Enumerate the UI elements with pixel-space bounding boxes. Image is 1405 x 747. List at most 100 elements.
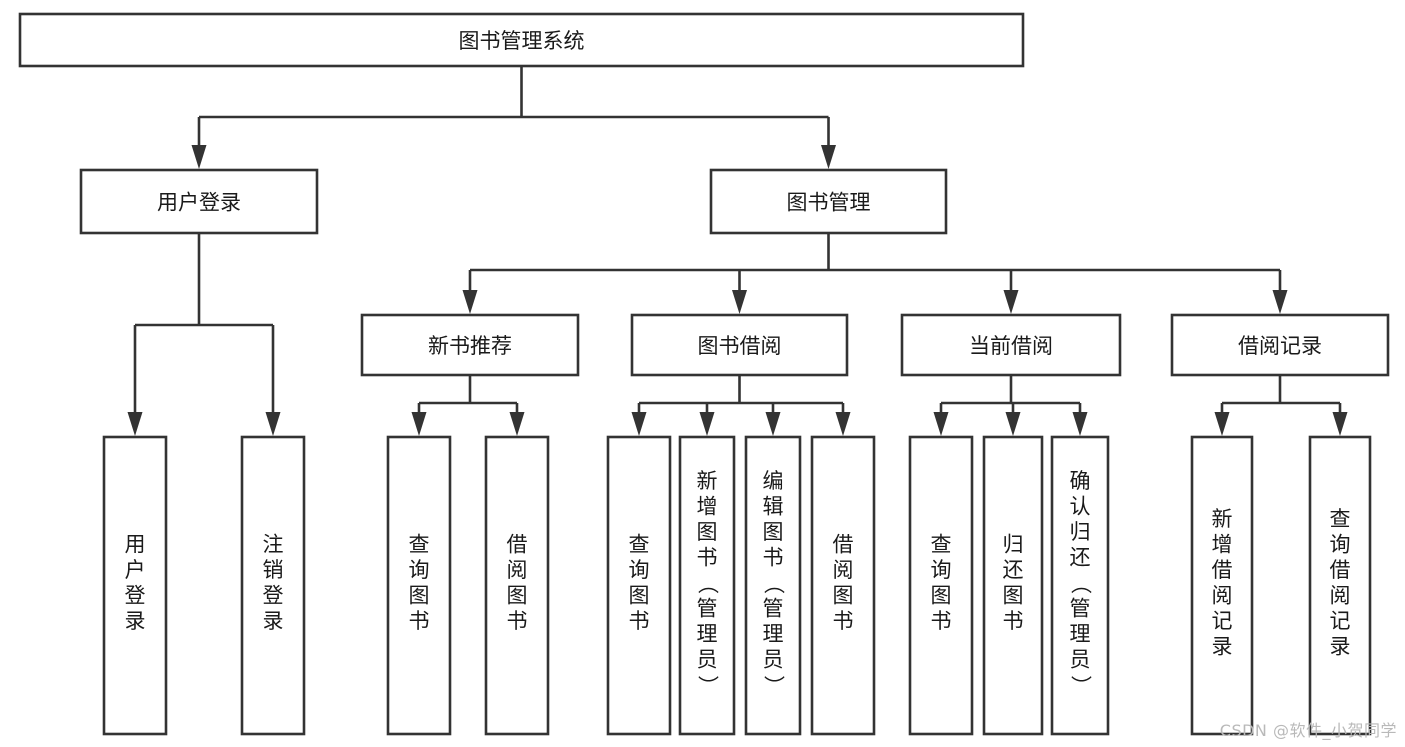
node-label-char: 借 xyxy=(1212,558,1233,582)
node-book-manage[interactable]: 图书管理 xyxy=(709,168,948,235)
node-label-char: 认 xyxy=(1070,494,1091,518)
node-label-char: 查 xyxy=(1330,507,1351,531)
node-label-char: 借 xyxy=(507,533,528,557)
node-leaf-13[interactable]: 查询借阅记录查询借阅记录 xyxy=(1308,435,1372,736)
node-label-char: 理 xyxy=(763,622,784,646)
node-label-char: 用 xyxy=(125,533,146,557)
node-root[interactable]: 图书管理系统 xyxy=(18,12,1025,68)
node-new-book-rec[interactable]: 新书推荐 xyxy=(360,313,580,377)
node-label-char: 询 xyxy=(629,558,650,582)
node-label-char: 书 xyxy=(763,545,784,569)
node-box xyxy=(709,168,948,235)
node-box xyxy=(678,435,736,736)
edge-group-root xyxy=(191,66,836,169)
edge-group-book_manage xyxy=(462,233,1288,314)
node-label: 借阅记录 xyxy=(1238,334,1322,358)
node-label-char: 阅 xyxy=(833,558,854,582)
node-box xyxy=(386,435,452,736)
node-label: 图书管理 xyxy=(787,191,871,215)
node-leaf-8[interactable]: 借阅图书借阅图书 xyxy=(810,435,876,736)
node-label-char: 确 xyxy=(1070,469,1091,493)
node-label-char: （ xyxy=(762,573,786,594)
node-label-char: ） xyxy=(696,675,720,696)
edge-group-current_borrow xyxy=(933,375,1088,436)
node-label-char: 录 xyxy=(125,609,146,633)
node-box xyxy=(102,435,168,736)
node-box xyxy=(630,313,849,377)
node-leaf-2[interactable]: 注销登录注销登录 xyxy=(240,435,306,736)
node-label-char: 录 xyxy=(1330,635,1351,659)
node-box xyxy=(982,435,1044,736)
node-leaf-5[interactable]: 查询图书查询图书 xyxy=(606,435,672,736)
node-label-char: 图 xyxy=(629,584,650,608)
node-label-char: 借 xyxy=(1330,558,1351,582)
node-label-char: 归 xyxy=(1070,520,1091,544)
edge-group-book_borrow xyxy=(631,375,851,436)
node-leaf-12[interactable]: 新增借阅记录新增借阅记录 xyxy=(1190,435,1254,736)
node-current-borrow[interactable]: 当前借阅 xyxy=(900,313,1122,377)
node-label-char: 户 xyxy=(125,558,146,582)
node-label-char: 阅 xyxy=(1212,584,1233,608)
node-label-char: 辑 xyxy=(763,494,784,518)
node-label-char: 阅 xyxy=(507,558,528,582)
node-leaf-3[interactable]: 查询图书查询图书 xyxy=(386,435,452,736)
node-label-char: 还 xyxy=(1070,545,1091,569)
node-leaf-9[interactable]: 查询图书查询图书 xyxy=(908,435,974,736)
node-label-char: 书 xyxy=(409,609,430,633)
node-borrow-record[interactable]: 借阅记录 xyxy=(1170,313,1390,377)
node-label-char: 查 xyxy=(629,533,650,557)
node-label-char: 图 xyxy=(697,520,718,544)
node-label-char: 书 xyxy=(697,545,718,569)
node-label-char: 管 xyxy=(697,596,718,620)
node-box xyxy=(79,168,319,235)
node-label-char: 记 xyxy=(1330,609,1351,633)
node-label: 用户登录 xyxy=(157,191,241,215)
node-user-login[interactable]: 用户登录 xyxy=(79,168,319,235)
node-label-char: 书 xyxy=(1003,609,1024,633)
node-leaf-1[interactable]: 用户登录用户登录 xyxy=(102,435,168,736)
node-label-char: 图 xyxy=(833,584,854,608)
node-leaf-4[interactable]: 借阅图书借阅图书 xyxy=(484,435,550,736)
node-label-char: 查 xyxy=(409,533,430,557)
node-box xyxy=(810,435,876,736)
node-label-char: 录 xyxy=(1212,635,1233,659)
node-label-char: 增 xyxy=(697,494,718,518)
node-label-char: 询 xyxy=(1330,533,1351,557)
node-label-char: 理 xyxy=(697,622,718,646)
node-label-char: 记 xyxy=(1212,609,1233,633)
node-label-char: 书 xyxy=(507,609,528,633)
node-box xyxy=(240,435,306,736)
node-box xyxy=(18,12,1025,68)
node-label-char: 图 xyxy=(931,584,952,608)
node-label-char: 查 xyxy=(931,533,952,557)
node-label-char: 还 xyxy=(1003,558,1024,582)
node-box xyxy=(1308,435,1372,736)
node-box xyxy=(606,435,672,736)
edge-group-new_book_rec xyxy=(411,375,525,436)
edge-group-user_login xyxy=(127,233,281,436)
node-label-char: 图 xyxy=(763,520,784,544)
node-label-char: 销 xyxy=(263,558,284,582)
node-label-char: 编 xyxy=(763,469,784,493)
node-box xyxy=(1190,435,1254,736)
node-label-char: （ xyxy=(696,573,720,594)
node-label-char: ） xyxy=(1069,675,1093,696)
edge-group-borrow_record xyxy=(1214,375,1348,436)
node-label-char: 归 xyxy=(1003,533,1024,557)
node-box xyxy=(900,313,1122,377)
node-box xyxy=(360,313,580,377)
node-label-char: 增 xyxy=(1212,533,1233,557)
node-label-char: 登 xyxy=(263,584,284,608)
node-box xyxy=(484,435,550,736)
node-book-borrow[interactable]: 图书借阅 xyxy=(630,313,849,377)
node-label-char: 管 xyxy=(1070,596,1091,620)
node-label-char: 书 xyxy=(931,609,952,633)
node-box xyxy=(744,435,802,736)
node-label-char: 录 xyxy=(263,609,284,633)
node-leaf-10[interactable]: 归还图书归还图书 xyxy=(982,435,1044,736)
node-label-char: 图 xyxy=(409,584,430,608)
